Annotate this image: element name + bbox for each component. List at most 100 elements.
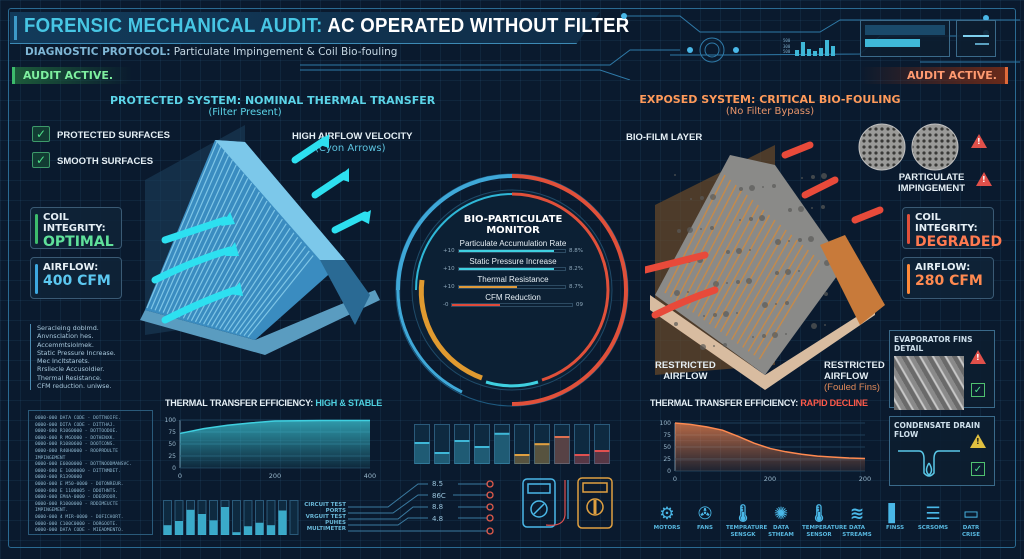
bar-level-marker bbox=[514, 454, 530, 456]
code-line: 0000-000 R40H0000 - ROOPRDULTE IMPINGEME… bbox=[35, 448, 118, 461]
code-line: 0000-000 R MGOO00 - DOTHENXK. bbox=[35, 435, 116, 441]
code-line: 0000-000 4 MIR-0000 - DOFICHORT. bbox=[35, 514, 124, 520]
exposed-system-heading: EXPOSED SYSTEM: CRITICAL BIO-FOULING bbox=[639, 93, 901, 106]
component-icon-label: FINSS bbox=[885, 525, 905, 531]
bar-level-marker bbox=[494, 432, 510, 435]
title-rest: AC OPERATED WITHOUT FILTER bbox=[322, 15, 630, 37]
bar-track bbox=[574, 424, 590, 464]
protocol-value: Particulate Impingement & Coil Bio-fouli… bbox=[170, 46, 398, 58]
component-icon-item[interactable]: 🌡TEMPERATURE SENSOR bbox=[802, 503, 847, 538]
component-icon-item[interactable]: ✇FANS bbox=[688, 503, 722, 538]
mini-bar bbox=[801, 42, 805, 56]
area-fill bbox=[675, 423, 865, 471]
monitor-row-value: 8.2% bbox=[569, 266, 583, 272]
monitor-row-track bbox=[457, 285, 567, 289]
series-line bbox=[179, 419, 370, 435]
fouled-coil-illustration bbox=[645, 141, 885, 390]
component-icon-item[interactable]: ▌FINSS bbox=[878, 503, 912, 538]
monitor-row-fill bbox=[458, 268, 555, 270]
monitor-row-label: Thermal Resistance bbox=[477, 275, 549, 284]
bar-fill bbox=[232, 532, 241, 535]
bio-particulate-monitor-ring bbox=[395, 173, 629, 407]
monitor-row-track bbox=[457, 267, 567, 271]
component-icon-item[interactable]: ⚙MOTORS bbox=[650, 503, 684, 538]
airflow-stat: AIRFLOW:400 CFM bbox=[30, 257, 122, 299]
mini-bar bbox=[813, 51, 817, 56]
coil-integrity-stat-exposed: COIL INTEGRITY:DEGRADED bbox=[902, 207, 1002, 250]
bar-track bbox=[474, 424, 490, 464]
bar-fill bbox=[267, 525, 275, 535]
diagnostic-notes-list: Seracleing doblmd.Anvnsclation hes.Accem… bbox=[30, 324, 116, 391]
bar-level-marker bbox=[554, 436, 570, 438]
left-chart-title: THERMAL TRANSFER EFFICIENCY: HIGH & STAB… bbox=[165, 398, 383, 408]
code-line: 0000-000 DATA CODE - DOTTNOIFE. bbox=[35, 416, 121, 421]
smooth-surfaces-label: SMOOTH SURFACES bbox=[57, 156, 154, 167]
component-icon-label: DATR CRISE bbox=[961, 525, 981, 538]
bar-level-marker bbox=[414, 442, 430, 444]
particulate-microscope-views bbox=[858, 123, 959, 171]
mini-bar bbox=[807, 49, 811, 56]
left-level-bars bbox=[163, 500, 299, 535]
mini-bar bbox=[825, 40, 829, 56]
monitor-icon: ▭ bbox=[962, 504, 980, 524]
airflow-label: AIRFLOW: bbox=[915, 262, 971, 273]
monitor-row-min: +10 bbox=[443, 266, 455, 272]
area-fill bbox=[180, 420, 370, 468]
monitor-row-value: 8.8% bbox=[569, 248, 583, 254]
monitor-row-label: Particulate Accumulation Rate bbox=[459, 239, 567, 248]
title-accent-bar bbox=[14, 16, 17, 40]
code-line: 0000-000 R1060000 - DOTTOODOE. bbox=[35, 429, 118, 435]
thermometer-icon: 🌡 bbox=[808, 504, 830, 524]
bar-fill bbox=[534, 443, 550, 464]
code-line: 0000-000 R1000000 - RDDIMEUCTE IMPINGEME… bbox=[35, 501, 118, 514]
bar-fill bbox=[198, 514, 206, 535]
component-icon-item[interactable]: ▭DATR CRISE bbox=[954, 503, 988, 538]
monitor-row-label: CFM Reduction bbox=[485, 293, 541, 302]
coil-integrity-label: COIL INTEGRITY: bbox=[43, 212, 106, 234]
x-tick-label: 200 bbox=[269, 472, 281, 480]
bar-chart-icon: ▌ bbox=[888, 504, 902, 524]
warning-icon: ! bbox=[971, 134, 987, 148]
x-tick-label: 400 bbox=[364, 472, 376, 480]
component-icon-item[interactable]: ☰SCRSOMS bbox=[916, 503, 950, 538]
airflow-stat-exposed: AIRFLOW:280 CFM bbox=[902, 257, 994, 299]
component-icon-item[interactable]: ✺DATA STHEAM bbox=[764, 503, 798, 538]
y-tick-label: 50 bbox=[168, 441, 176, 448]
diagnostic-protocol: DIAGNOSTIC PROTOCOL: Particulate Impinge… bbox=[25, 46, 397, 58]
condensate-drain-title: CONDENSATE DRAIN FLOW bbox=[894, 421, 981, 439]
caution-icon: ! bbox=[970, 434, 986, 448]
bar-level-marker bbox=[534, 443, 550, 446]
monitor-row-min: +10 bbox=[443, 248, 455, 254]
title-bar bbox=[10, 12, 600, 44]
monitor-row-fill bbox=[458, 250, 555, 252]
coil-integrity-label: COIL INTEGRITY: bbox=[915, 212, 978, 234]
fins-detail-image bbox=[894, 356, 964, 410]
code-line: 0000-000 DITA CODE - DITTHAJ. bbox=[35, 422, 116, 428]
drain-flow-icon bbox=[898, 450, 960, 477]
component-icon-row: ⚙MOTORS✇FANS🌡TEMPRATURE SENSGK✺DATA STHE… bbox=[650, 503, 988, 538]
coil-integrity-stat: COIL INTEGRITY:OPTIMAL bbox=[30, 207, 122, 250]
page-title: FORENSIC MECHANICAL AUDIT: AC OPERATED W… bbox=[24, 15, 630, 38]
high-airflow-label: HIGH AIRFLOW VELOCITY bbox=[292, 131, 413, 142]
component-icon-item[interactable]: 🌡TEMPRATURE SENSGK bbox=[726, 503, 768, 538]
component-icon-label: TEMPRATURE SENSGK bbox=[726, 525, 768, 538]
code-line: 0000-000 E 1000000 - DITTNMDET. bbox=[35, 468, 121, 474]
monitor-title-2: MONITOR bbox=[486, 225, 540, 236]
x-tick-label: 0 bbox=[673, 475, 677, 483]
bar-fill bbox=[474, 446, 490, 464]
x-tick-label: 0 bbox=[178, 472, 182, 480]
monitor-row: Particulate Accumulation Rate +10 8.8% bbox=[443, 239, 583, 254]
y-tick-label: 75 bbox=[168, 429, 176, 436]
component-icon-item[interactable]: ≋DATA STREAMS bbox=[840, 503, 874, 538]
bar-level-marker bbox=[434, 452, 450, 454]
bar-fill bbox=[594, 450, 610, 464]
multimeter-icons bbox=[522, 477, 613, 529]
bar-level-marker bbox=[454, 440, 470, 442]
